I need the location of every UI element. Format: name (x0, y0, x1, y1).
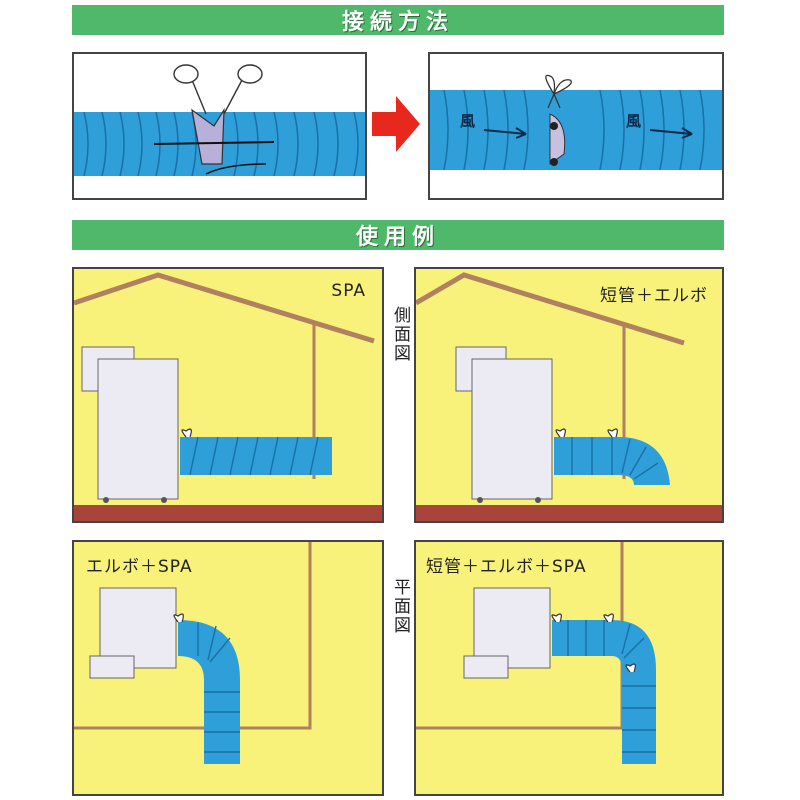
floor (416, 505, 722, 521)
connected-duct (430, 89, 722, 171)
roof (74, 272, 375, 344)
side-view-short-pipe-elbow-illustration (416, 272, 722, 521)
elbow-and-spa-duct (178, 620, 240, 764)
machine-unit (81, 346, 179, 503)
tie-bow (603, 613, 614, 623)
connection-step-2-panel: 風 風 (428, 52, 724, 200)
usage-panel-short-pipe-elbow-spa: 短管＋エルボ＋SPA (414, 540, 724, 796)
duct-flap (191, 107, 225, 165)
machine-unit (455, 346, 553, 503)
panel-title: 短管＋エルボ (600, 286, 708, 306)
side-view-label: 側面図 (390, 306, 410, 363)
short-pipe-elbow-spa-duct (552, 620, 656, 764)
red-arrow-icon (372, 96, 420, 152)
usage-example-banner: 使用例 (72, 220, 724, 250)
machine-unit (463, 587, 551, 679)
roof (416, 272, 685, 346)
tie-bow (551, 613, 562, 623)
tie-bow (625, 663, 636, 673)
hands-pulling-cord (173, 64, 263, 115)
side-view-spa-illustration (74, 272, 382, 521)
usage-panel-short-pipe-elbow: 短管＋エルボ (414, 267, 724, 523)
wind-arrow-left (483, 127, 527, 139)
plan-view-short-pipe-elbow-spa-illustration (416, 542, 656, 764)
tie-bow (173, 613, 184, 623)
plan-view-label: 平面図 (390, 578, 410, 635)
airflow-line (153, 141, 275, 145)
wind-label-right: 風 (626, 112, 641, 130)
connection-step-2-illustration: 風 風 (430, 74, 722, 171)
panel-title: エルボ＋SPA (86, 557, 193, 577)
wind-arrow-right (649, 127, 693, 139)
connection-step-1-illustration (74, 64, 365, 177)
floor (74, 505, 382, 521)
tie-bow (181, 428, 192, 438)
wall (74, 542, 312, 730)
tie-bow (607, 428, 618, 438)
usage-panel-elbow-spa: エルボ＋SPA (72, 540, 384, 796)
cord (205, 163, 267, 175)
panel-title: 短管＋エルボ＋SPA (426, 557, 587, 577)
usage-panel-spa: SPA (72, 267, 384, 523)
tie-bow (545, 74, 572, 109)
short-pipe-and-elbow (554, 437, 670, 485)
connection-step-1-panel (72, 52, 367, 200)
panel-title: SPA (331, 281, 366, 301)
plan-view-elbow-spa-illustration (74, 542, 312, 764)
tie-bow (555, 428, 566, 438)
straight-duct (180, 436, 332, 476)
connection-method-banner: 接続方法 (72, 5, 724, 35)
machine-unit (89, 587, 177, 679)
wind-label-left: 風 (460, 112, 475, 130)
